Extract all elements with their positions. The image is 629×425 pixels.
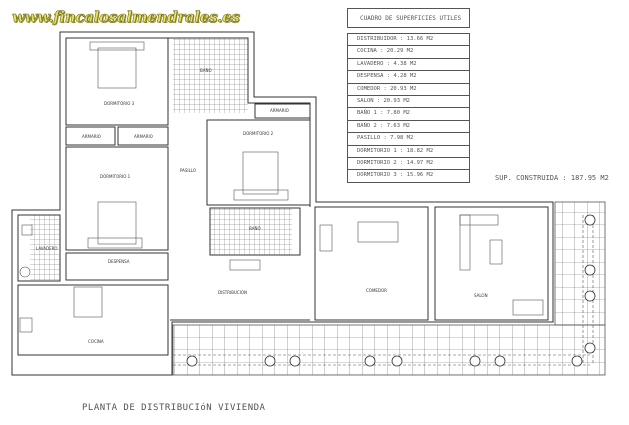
surface-table-rows: DISTRIBUIDOR : 13.66 M2 COCINA : 20.29 M… [347,33,470,183]
room-label-comedor: COMEDOR [366,288,387,293]
room-label-cocina: COCINA [88,339,104,344]
surface-row: COMEDOR : 20.93 M2 [347,83,470,96]
room-label-armario-3: ARMARIO [270,108,289,113]
room-label-dormitorio-3: DORMITORIO 3 [104,101,135,106]
room-label-distribucion: DISTRIBUCION [218,290,247,295]
furniture [19,214,544,333]
terrace [172,324,606,376]
surface-row: BAÑO 1 : 7.80 M2 [347,108,470,121]
room-label-lavadero: LAVADERO [36,246,58,251]
room-label-bano-2: BAÑO [249,226,261,231]
surface-row: COCINA : 20.29 M2 [347,46,470,59]
surface-row: DORMITORIO 3 : 15.96 M2 [347,170,470,183]
exterior-wall [11,31,554,376]
surface-row: DISTRIBUIDOR : 13.66 M2 [347,33,470,47]
terrace-path [173,215,594,366]
beds [87,41,289,249]
room-label-despensa: DESPENSA [108,259,130,264]
laundry-floor [30,215,60,280]
room-label-armario-1: ARMARIO [82,134,101,139]
room-label-bano-1: BAÑO [200,68,212,73]
surface-row: DORMITORIO 2 : 14.97 M2 [347,157,470,171]
surface-row: SALON : 20.93 M2 [347,95,470,109]
room-label-pasillo: PASILLO [180,168,196,173]
plan-title: PLANTA DE DISTRIBUCIóN VIVIENDA [82,403,266,413]
terrace-side [554,201,606,326]
surface-table-title: CUADRO DE SUPERFICIES UTILES [347,8,470,28]
room-label-dormitorio-1: DORMITORIO 1 [100,174,131,179]
bathroom-1-floor [173,38,248,113]
plants [186,214,596,367]
interior-walls [17,37,549,356]
surface-row: DORMITORIO 1 : 18.82 M2 [347,145,470,158]
surface-row: LAVADERO : 4.38 M2 [347,58,470,72]
surface-row: PASILLO : 7.98 M2 [347,133,470,146]
bathroom-2-floor [210,208,292,255]
website-logo: www.fincalosalmendrales.es [12,8,240,27]
surface-row: DESPENSA : 4.28 M2 [347,71,470,84]
total-built-area: SUP. CONSTRUIDA : 187.95 M2 [495,174,609,182]
room-label-armario-2: ARMARIO [134,134,153,139]
room-label-salon: SALON [474,293,488,298]
surface-table: CUADRO DE SUPERFICIES UTILES DISTRIBUIDO… [347,8,470,183]
room-label-dormitorio-2: DORMITORIO 2 [243,131,274,136]
surface-row: BAÑO 2 : 7.63 M2 [347,120,470,134]
